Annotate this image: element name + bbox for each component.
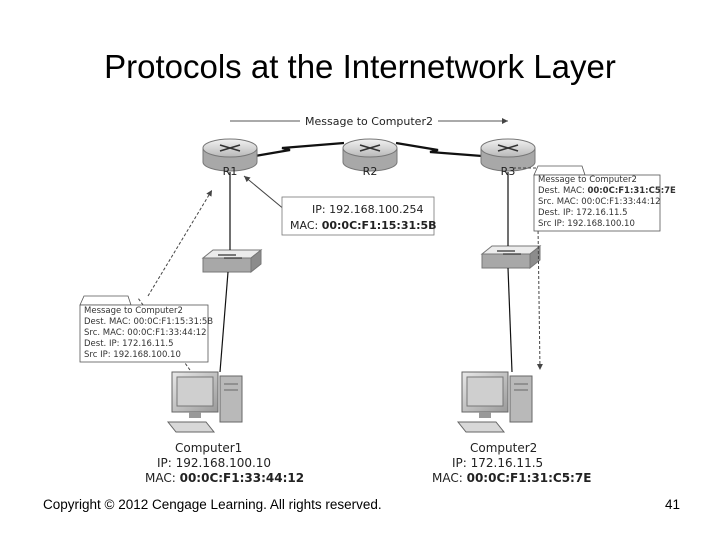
message-box-left-line: Src. MAC: 00:0C:F1:33:44:12	[84, 328, 207, 338]
message-box-left-title: Message to Computer2	[84, 306, 183, 316]
top-message-arrow: Message to Computer2	[230, 115, 508, 128]
router-r3-label: R3	[501, 165, 516, 178]
computer2-mac: MAC: 00:0C:F1:31:C5:7E	[432, 471, 591, 485]
r1-interface-callout: IP: 192.168.100.254 MAC: 00:0C:F1:15:31:…	[243, 175, 437, 236]
message-box-left-line: Dest. MAC: 00:0C:F1:15:31:5B	[84, 317, 213, 327]
computer2-name: Computer2	[470, 441, 537, 455]
router-r2-label: R2	[363, 165, 378, 178]
slide-title: Protocols at the Internetwork Layer	[104, 48, 616, 85]
message-box-right-title: Message to Computer2	[538, 175, 637, 185]
top-message-label: Message to Computer2	[305, 115, 433, 128]
switch-arrows-icon	[497, 250, 521, 255]
router-r1-label: R1	[223, 165, 238, 178]
message-box-right: Message to Computer2 Dest. MAC: 00:0C:F1…	[533, 165, 676, 232]
switch-left	[201, 248, 263, 274]
switch-arrows-icon	[218, 254, 242, 259]
router-r1: R1	[202, 138, 258, 178]
wan-link-r2-r3	[395, 141, 483, 158]
message-box-right-line: Dest. IP: 172.16.11.5	[538, 208, 628, 218]
computer1-ip: IP: 192.168.100.10	[157, 456, 271, 470]
message-box-left: Message to Computer2 Dest. MAC: 00:0C:F1…	[79, 295, 213, 363]
wan-link-r1-r2	[254, 141, 345, 158]
message-box-left-line: Dest. IP: 172.16.11.5	[84, 339, 174, 349]
wan-links	[254, 141, 483, 158]
computer1-mac: MAC: 00:0C:F1:33:44:12	[145, 471, 304, 485]
computer1-name: Computer1	[175, 441, 242, 455]
copyright-notice: Copyright © 2012 Cengage Learning. All r…	[43, 497, 382, 512]
message-box-right-line: Dest. MAC: 00:0C:F1:31:C5:7E	[538, 186, 676, 196]
computer1-icon	[166, 371, 243, 433]
r1-ip-label: IP: 192.168.100.254	[312, 203, 424, 216]
switch-right	[480, 244, 542, 270]
computer2-labels: Computer2 IP: 172.16.11.5 MAC: 00:0C:F1:…	[432, 441, 591, 485]
computer2-ip: IP: 172.16.11.5	[452, 456, 543, 470]
lan-links	[219, 172, 513, 373]
message-box-right-line: Src IP: 192.168.100.10	[538, 219, 635, 229]
router-arrows-icon	[219, 144, 241, 152]
r1-mac-label: MAC: 00:0C:F1:15:31:5B	[290, 219, 437, 232]
message-box-right-line: Src. MAC: 00:0C:F1:33:44:12	[538, 197, 661, 207]
message-box-left-line: Src IP: 192.168.100.10	[84, 350, 181, 360]
computer2-icon	[456, 371, 533, 433]
router-arrows-icon	[359, 144, 381, 152]
computer1-labels: Computer1 IP: 192.168.100.10 MAC: 00:0C:…	[145, 441, 304, 485]
router-r2: R2	[342, 138, 398, 178]
flow-arrows	[137, 167, 543, 371]
page-number: 41	[664, 497, 680, 512]
router-arrows-icon	[497, 144, 519, 152]
router-r3: R3	[480, 138, 536, 178]
